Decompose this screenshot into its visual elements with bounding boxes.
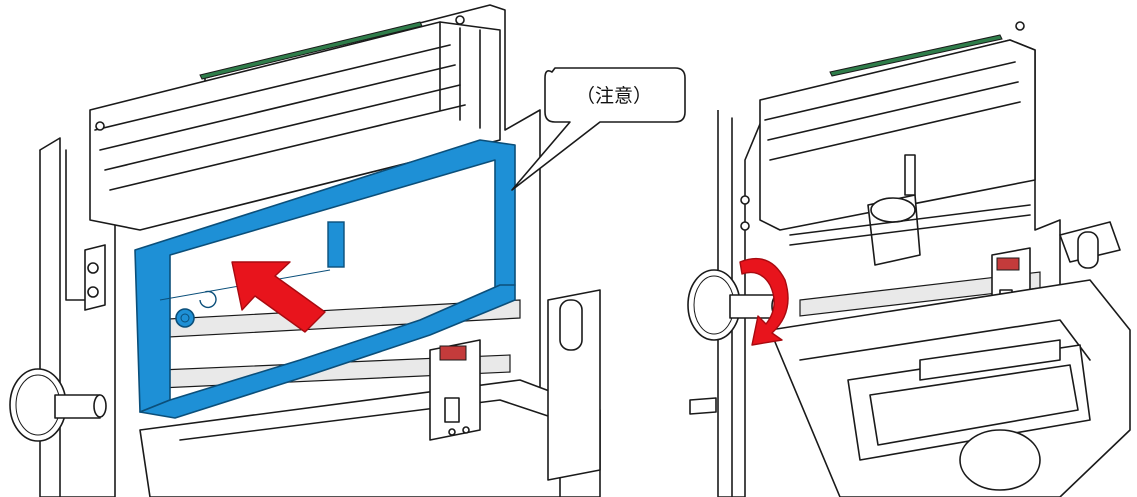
rotation-mark-icon [199,290,217,309]
release-lever [439,345,467,361]
ribbon-tape [139,284,516,419]
cutter-window [869,364,1079,446]
screw [1015,21,1025,31]
screw [87,262,99,274]
callout-bubble [511,67,686,191]
carriage-ridges [764,61,1021,161]
screw [740,221,750,231]
right-figure [687,21,1131,497]
carriage-ridges [94,44,466,191]
left-figure: （注意） [9,4,686,497]
screw [95,121,105,131]
paper-roll [959,429,1041,491]
cassette-handle [327,221,345,268]
callout-label: （注意） [576,85,652,107]
right-side-tab [559,299,583,351]
ribbon-feed-knob-center [180,313,190,323]
housing-side-edge [39,137,61,497]
tray-handle [919,339,1061,381]
knob-shaft-end [93,394,107,418]
insert-direction-arrow [231,261,326,333]
carriage-side-lines [439,21,481,129]
screw [87,286,99,298]
screw [448,428,456,436]
print-head-top [870,197,916,223]
rotate-direction-arrow [739,257,789,346]
knob-shaft [54,394,101,419]
latch-slot [444,397,460,423]
carriage-rail [789,204,1031,246]
latch-plate [429,339,481,441]
release-lever [996,257,1020,271]
print-head-carriage-top [759,39,1036,231]
tray-side-tab [1077,231,1099,269]
screw [462,426,470,434]
screw-bolt [689,397,717,415]
top-circuit-board [829,34,1003,77]
knob-shaft [729,294,779,319]
screw [740,195,750,205]
left-bracket [84,244,106,311]
ribbon-feed-knob [175,308,195,328]
guide-tab [904,154,916,196]
screw [455,15,465,25]
